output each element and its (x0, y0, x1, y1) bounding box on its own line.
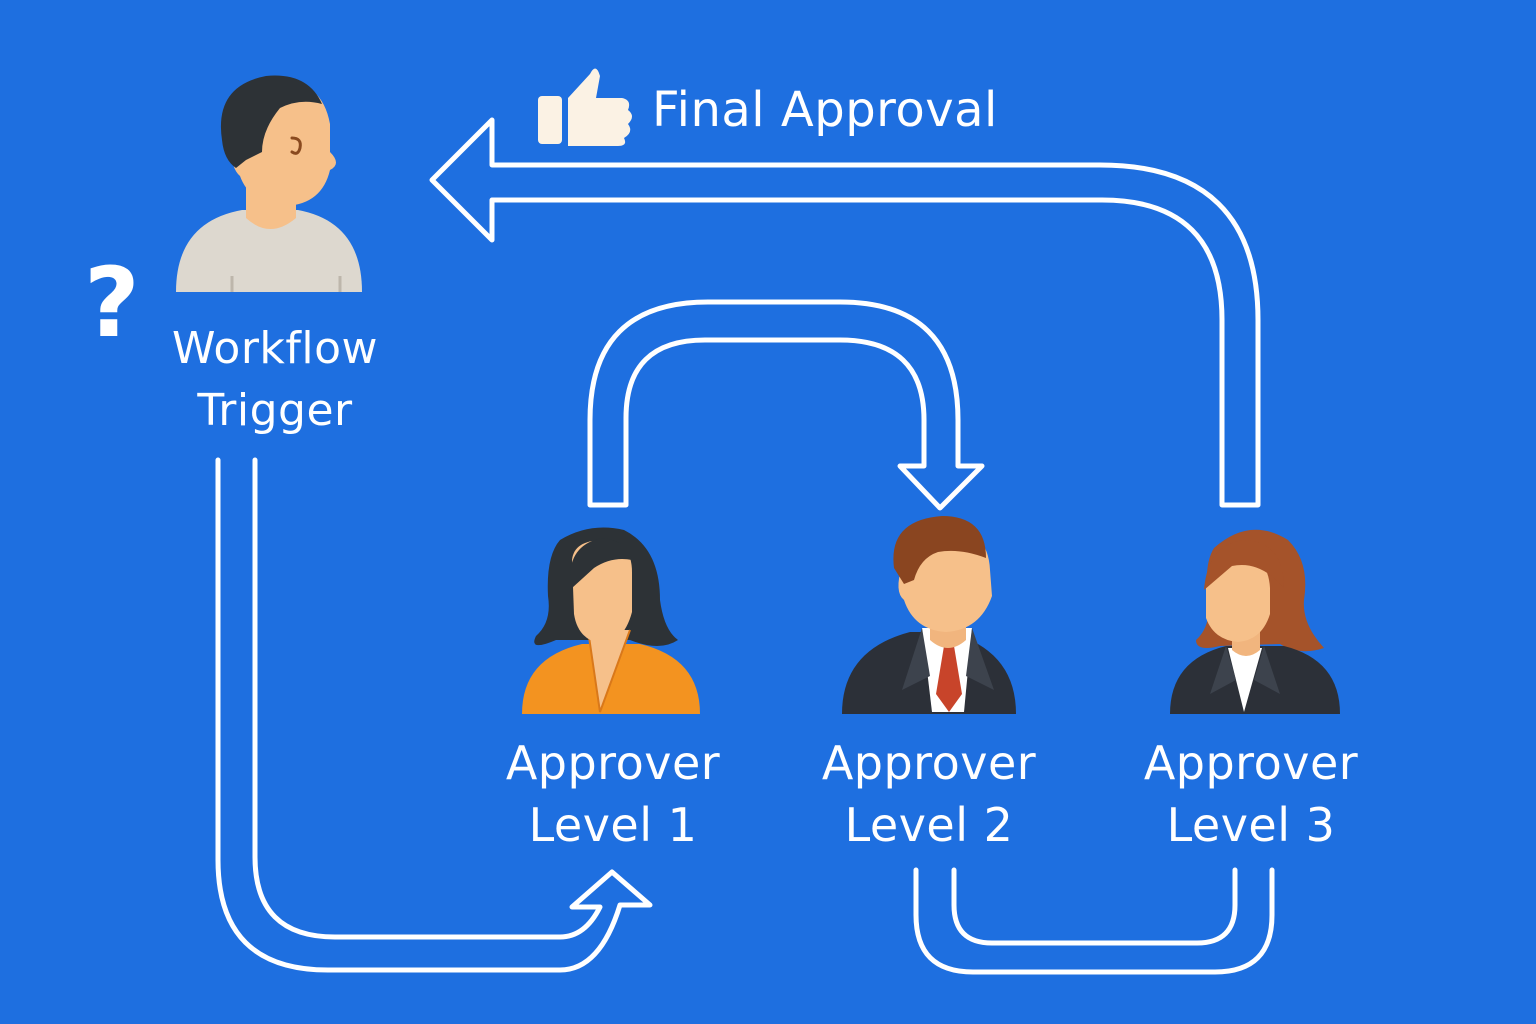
level2-to-level3-connector (913, 867, 1275, 975)
trigger-label: Workflow Trigger (150, 318, 400, 442)
trigger-label-line2: Trigger (197, 385, 353, 436)
question-mark-badge: ? (84, 247, 141, 359)
trigger-person-avatar (176, 75, 362, 292)
level1-to-level2-arrow (587, 299, 985, 511)
approver-2-label-line1: Approver (821, 736, 1037, 790)
approver-3-avatar (1170, 529, 1340, 714)
final-approval-arrow (429, 117, 1261, 508)
trigger-label-line1: Workflow (171, 323, 379, 374)
level2-to-level3-connector-inner (951, 867, 1238, 946)
approver-1-label-line2: Level 1 (528, 798, 698, 852)
approver-1-label-line1: Approver (505, 736, 721, 790)
thumbs-up-icon (538, 68, 632, 146)
approver-2-label-line2: Level 2 (844, 798, 1014, 852)
approver-3-label-line2: Level 3 (1166, 798, 1336, 852)
trigger-to-level1-arrow (215, 457, 653, 973)
approver-1-avatar (522, 527, 700, 714)
final-approval-label: Final Approval (652, 82, 998, 138)
approver-2-avatar (842, 516, 1016, 714)
approver-2-label: Approver Level 2 (804, 732, 1054, 856)
connectors (215, 117, 1275, 975)
approver-1-label: Approver Level 1 (488, 732, 738, 856)
approver-3-label-line1: Approver (1143, 736, 1359, 790)
approver-3-label: Approver Level 3 (1126, 732, 1376, 856)
